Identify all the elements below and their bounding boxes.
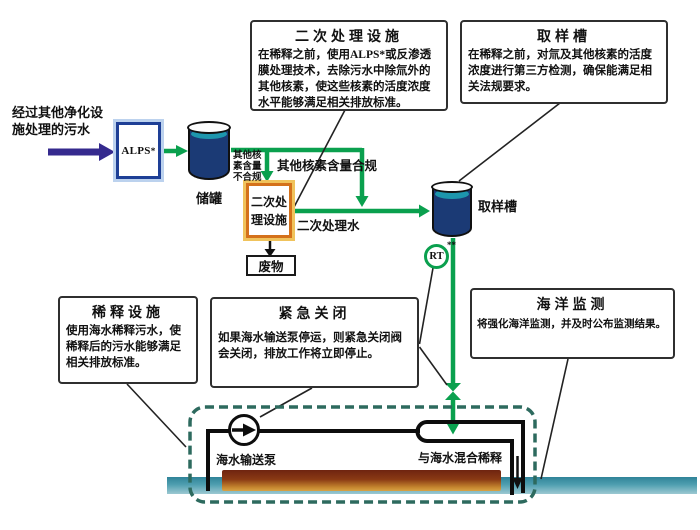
sampling-tank-label: 取样槽: [478, 199, 518, 214]
flow-arrowheads: [176, 145, 460, 435]
sampling-tank-cylinder: [431, 181, 473, 241]
alps-footnote-mark: *: [150, 145, 156, 156]
callout-secondary-treatment-body: 在稀释之前，使用ALPS*或反渗透膜处理技术，去除污水中除氚外的其他核素，使这些…: [258, 49, 432, 109]
callout-sampling-tank: 取样槽 在稀释之前，对氚及其他核素的活度浓度进行第三方检测，确保能满足相关法规要…: [460, 20, 668, 104]
alps-unit: ALPS*: [116, 122, 161, 179]
sampling-tank-rim: [431, 181, 473, 193]
alps-label: ALPS: [121, 144, 151, 157]
callout-marine-monitoring-body: 将强化海洋监测，并及时公布监测结果。: [477, 319, 666, 330]
treated-water-label: 二次处理水: [297, 219, 360, 233]
callout-marine-monitoring-title: 海洋监测: [536, 298, 609, 313]
callout-secondary-treatment: 二次处理设施 在稀释之前，使用ALPS*或反渗透膜处理技术，去除污水中除氚外的其…: [250, 20, 448, 111]
rt-footnote-mark: **: [447, 240, 456, 250]
callout-emergency-shutdown: 紧急关闭 如果海水输送泵停运，则紧急关闭阀会关闭，排放工作将立即停止。: [210, 297, 419, 388]
callout-dilution-facility-title: 稀释设施: [92, 306, 164, 321]
sampling-tank-water: [435, 189, 469, 199]
pump-label: 海水输送泵: [216, 453, 277, 467]
mixing-label: 与海水混合稀释: [418, 451, 503, 465]
valve-icon: [445, 383, 461, 400]
callout-sampling-tank-body: 在稀释之前，对氚及其他核素的活度浓度进行第三方检测，确保能满足相关法规要求。: [468, 49, 652, 93]
callout-pointers: [126, 102, 569, 480]
rt-monitor: RT: [424, 244, 449, 269]
flow-lines: [163, 147, 456, 424]
callout-dilution-facility: 稀释设施 使用海水稀释污水，使稀释后的污水能够满足相关排放标准。: [58, 296, 198, 384]
callout-emergency-shutdown-title: 紧急关闭: [278, 307, 351, 322]
compliant-label: 其他核素含量合规: [277, 159, 378, 173]
callout-emergency-shutdown-body: 如果海水输送泵停运，则紧急关闭阀会关闭，排放工作将立即停止。: [218, 332, 402, 360]
storage-tank-cylinder: [187, 121, 231, 185]
outlet-arrow: [512, 456, 523, 489]
callout-sampling-tank-title: 取样槽: [537, 30, 591, 45]
secondary-treatment-unit: 二次处理设施: [246, 183, 292, 238]
influent-label: 经过其他净化设施处理的污水: [12, 105, 104, 137]
seawater-pipes: [206, 420, 525, 495]
callout-secondary-treatment-title: 二次处理设施: [295, 30, 403, 45]
rt-monitor-label: RT: [429, 251, 444, 262]
callout-dilution-facility-body: 使用海水稀释污水，使稀释后的污水能够满足相关排放标准。: [66, 325, 181, 369]
discharge-tunnel: [222, 470, 501, 491]
storage-tank-label: 储罐: [196, 191, 223, 206]
callout-marine-monitoring: 海洋监测 将强化海洋监测，并及时公布监测结果。: [470, 288, 675, 359]
secondary-treatment-unit-label: 二次处理设施: [250, 194, 287, 227]
storage-tank-water: [191, 129, 227, 139]
storage-tank-rim: [187, 121, 231, 134]
waste-arrow: [264, 240, 276, 257]
influent-arrow: [48, 143, 115, 161]
noncompliant-label: 其他核素含量不合规: [233, 151, 262, 183]
waste-box: 废物: [246, 255, 296, 276]
pump-icon: [228, 414, 260, 446]
waste-label: 废物: [258, 260, 284, 274]
dilution-enclosure: [188, 405, 537, 504]
